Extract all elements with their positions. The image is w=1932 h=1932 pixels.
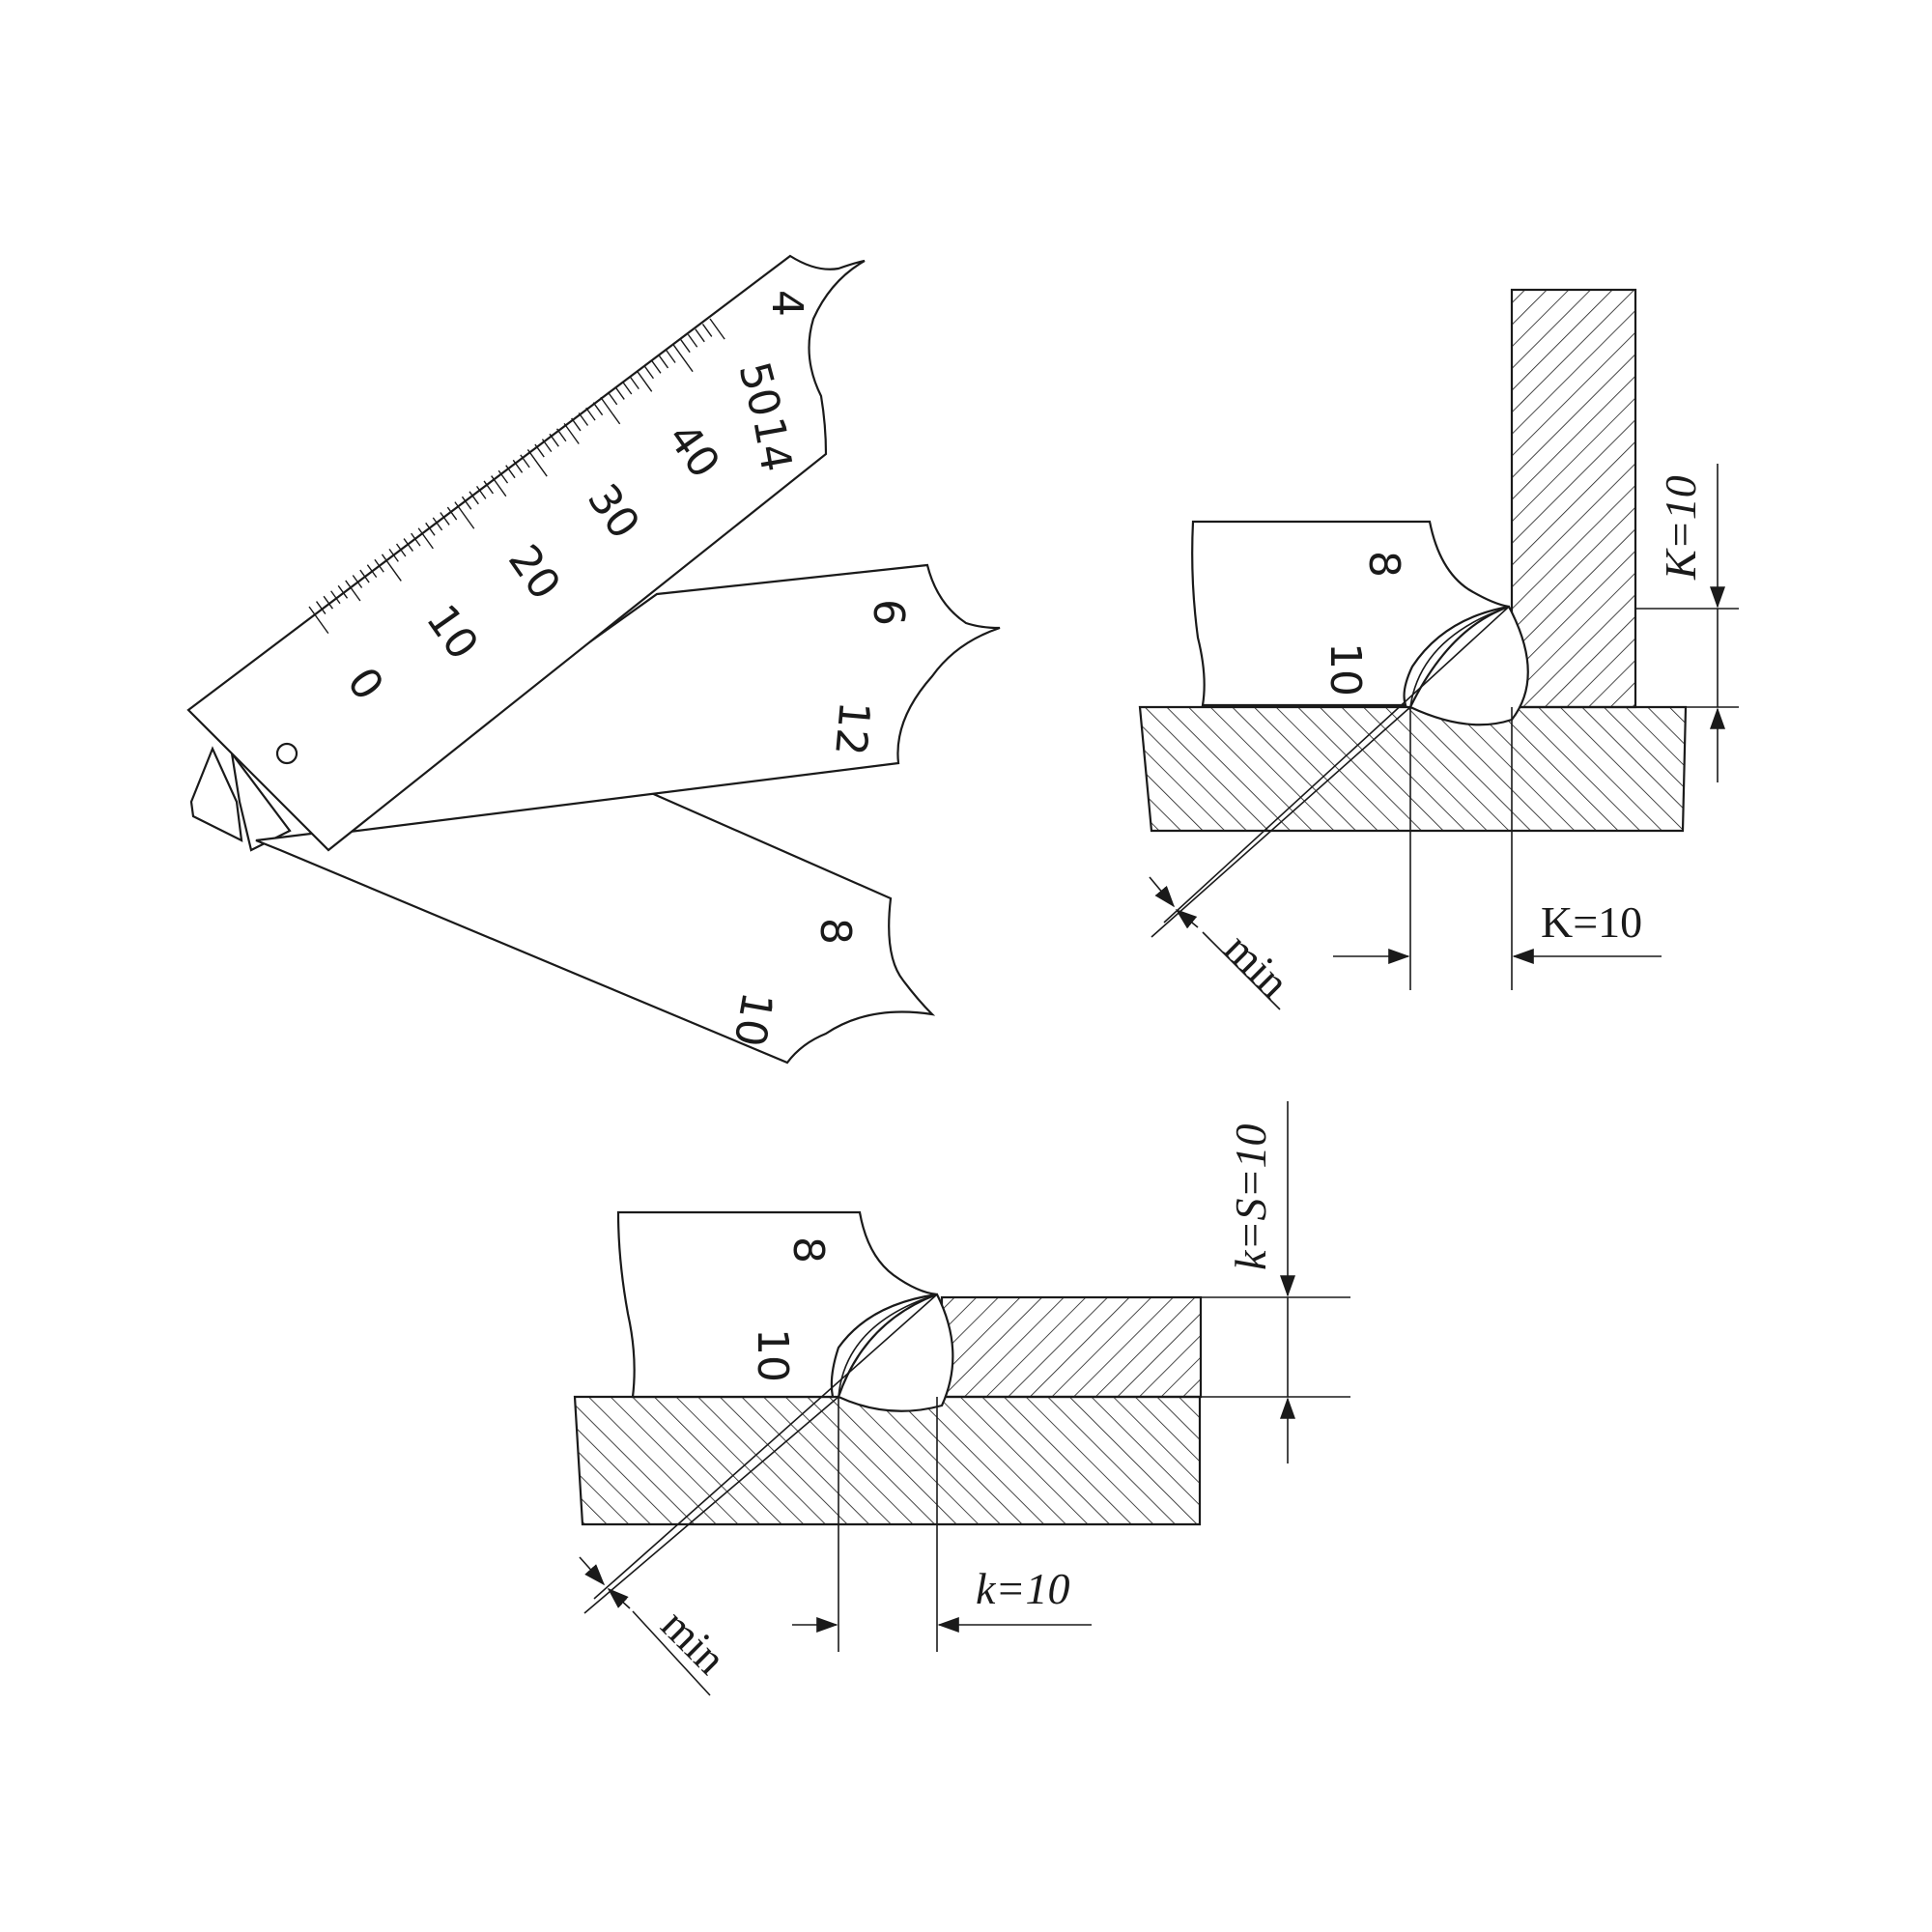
ruler-tick <box>308 606 329 635</box>
blade-label-12: 12 <box>825 699 879 757</box>
ruler-tick <box>345 580 361 602</box>
ruler-tick <box>337 584 349 599</box>
ruler-tick <box>446 506 458 521</box>
ruler-tick <box>541 439 553 453</box>
ruler-tick <box>571 417 582 432</box>
ruler-tick <box>614 386 625 400</box>
ruler-tick <box>629 376 639 390</box>
ruler-tick <box>672 344 694 373</box>
ruler-tick <box>555 428 567 442</box>
ruler-tick <box>549 433 559 447</box>
ruler-tick <box>366 564 378 579</box>
ruler-tick <box>417 527 434 550</box>
fillet-weld-bead <box>1408 605 1529 726</box>
weld-gauge: 8 10 6 12 o 0 10 20 30 40 50 4 14 <box>186 254 1001 1065</box>
vertical-plate <box>1510 288 1637 709</box>
fillet-joint: 8 10 K=10 K=10 min <box>1138 288 1739 1010</box>
gauge-blade-8-10: 8 10 <box>255 790 936 1065</box>
ruler-tick <box>411 532 421 547</box>
butt-gauge-blade: 8 10 <box>616 1210 938 1399</box>
ruler-tick <box>666 350 676 363</box>
ruler-tick <box>359 569 370 583</box>
ruler-tick <box>403 538 413 552</box>
butt-dim-min: min <box>652 1600 736 1684</box>
ruler-tick <box>687 333 698 348</box>
gauge-ruler-blade: o 0 10 20 30 40 50 4 14 <box>186 254 866 852</box>
ruler-tick <box>505 465 516 479</box>
base-plate <box>1138 705 1688 833</box>
gauge-back-plate-2 <box>230 753 292 852</box>
gauge-back-plate <box>189 746 243 842</box>
fillet-dim-min: min <box>1215 923 1299 1008</box>
ruler-tick <box>600 396 621 425</box>
ruler-tick <box>483 480 494 495</box>
ruler-tick <box>395 543 407 557</box>
fillet-gauge-blade: 8 10 <box>1191 520 1510 707</box>
blade-label-4: 4 <box>762 290 811 317</box>
pivot-hole <box>275 742 298 765</box>
blade-label-8: 8 <box>810 918 860 945</box>
ruler-tick <box>374 558 384 573</box>
blade-label-6: 6 <box>864 599 913 626</box>
ruler-tick <box>315 601 327 614</box>
ruler-tick <box>352 575 363 588</box>
ruler-tick <box>381 554 402 582</box>
ruler-tick <box>497 469 509 484</box>
ruler-tick <box>680 339 691 354</box>
ruler-ticks <box>308 318 725 635</box>
ruler-tick <box>432 517 443 531</box>
fillet-dim-horizontal: K=10 <box>1541 897 1642 947</box>
ruler-tick <box>440 512 450 526</box>
ruler-tick <box>607 391 618 406</box>
ruler-tick <box>563 422 580 444</box>
upper-plate <box>940 1295 1203 1399</box>
ruler-tick <box>475 485 487 499</box>
ruler-tick <box>461 496 472 510</box>
ruler-tick <box>636 370 653 392</box>
ruler-tick <box>388 548 399 562</box>
ruler-tick <box>512 459 524 473</box>
ruler-tick <box>701 324 713 337</box>
ruler-tick <box>520 454 530 469</box>
ruler-tick <box>578 412 589 426</box>
ruler-tick <box>469 491 479 505</box>
butt-dim-horizontal: k=10 <box>976 1564 1069 1613</box>
ruler-tick <box>330 590 341 605</box>
blade-label-14: 14 <box>743 413 801 475</box>
ruler-tick <box>658 355 669 369</box>
ruler-tick <box>621 381 633 395</box>
butt-weld-bead <box>837 1293 954 1412</box>
ruler-tick <box>709 318 725 340</box>
ruler-tick <box>425 522 436 536</box>
ruler-tick <box>534 443 545 458</box>
ruler-tick <box>323 595 333 610</box>
ruler-tick <box>643 365 654 380</box>
ruler-tick <box>695 328 705 343</box>
fillet-dim-vertical: K=10 <box>1656 475 1705 581</box>
ruler-tick <box>526 449 548 477</box>
ruler-tick <box>585 407 596 421</box>
butt-blade-label-10: 10 <box>748 1328 797 1382</box>
ruler-tick <box>454 501 475 529</box>
butt-blade-label-8: 8 <box>783 1236 833 1264</box>
butt-joint: 8 10 k=S=10 k=10 min <box>573 1101 1350 1696</box>
butt-dim-vertical: k=S=10 <box>1226 1124 1275 1271</box>
ruler-tick <box>592 402 604 416</box>
ruler-tick <box>491 475 507 497</box>
ruler-tick <box>651 359 662 374</box>
butt-base-plate <box>573 1395 1202 1526</box>
blade-label-10: 10 <box>724 988 781 1050</box>
fillet-blade-label-8: 8 <box>1359 551 1408 578</box>
fillet-blade-label-10: 10 <box>1321 642 1370 696</box>
gauge-blade-6-12: 6 12 <box>318 563 1001 838</box>
